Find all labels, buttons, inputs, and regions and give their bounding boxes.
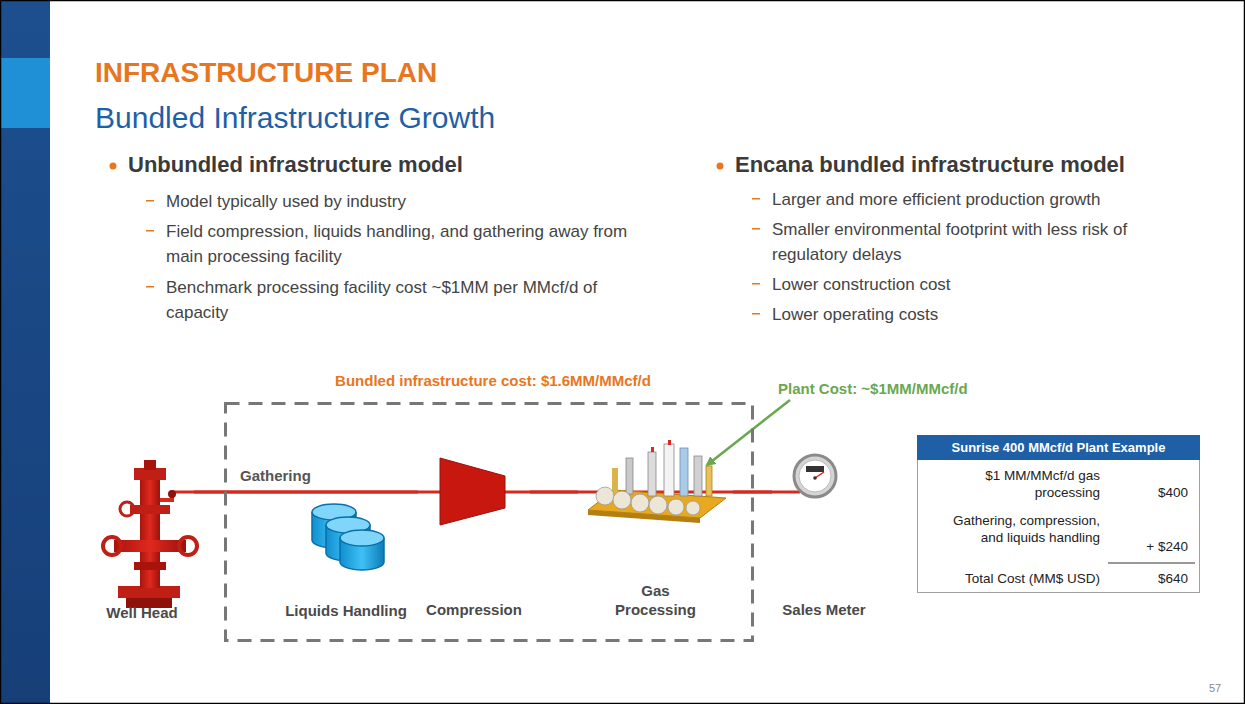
- table-cell: $400: [1110, 484, 1188, 501]
- bullet-heading: Encana bundled infrastructure model: [735, 151, 1125, 179]
- side-bar-accent: [0, 58, 50, 128]
- callout-label: Plant Cost: ~$1MM/MMcf/d: [776, 380, 970, 398]
- gas-plant-icon: [588, 440, 726, 523]
- page-number: 57: [1200, 682, 1230, 695]
- component-label: Sales Meter: [782, 600, 865, 619]
- meter-node: Sales Meter: [772, 448, 876, 625]
- dashed-region: Bundled infrastructure cost: $1.6MM/MMcf…: [224, 370, 762, 642]
- component-label: Well Head: [106, 603, 177, 622]
- liquids-node: Liquids Handling: [280, 505, 412, 626]
- compression-node: Compression: [418, 452, 530, 625]
- component-label: Gas Processing: [606, 581, 706, 619]
- bullet-item: Smaller environmental footprint with les…: [772, 217, 1192, 267]
- pipe-connector: [194, 491, 418, 494]
- table-cell: $1 MM/MMcf/d gas processing: [975, 467, 1100, 501]
- component-label: Liquids Handling: [285, 601, 407, 620]
- bullet-item: Lower operating costs: [772, 302, 1192, 327]
- component-label: Compression: [426, 600, 522, 619]
- wellhead-node: Well Head: [90, 462, 194, 628]
- compressor-icon: [440, 458, 505, 525]
- bullet-item: Field compression, liquids handling, and…: [166, 219, 641, 269]
- bullet-item: Benchmark processing facility cost ~$1MM…: [166, 275, 641, 325]
- edge-label: Gathering: [238, 467, 313, 485]
- side-bar: [0, 0, 50, 704]
- dashed-boundary-line: [226, 404, 753, 641]
- liquids-tanks-icon: [312, 504, 384, 570]
- table-cell: + $240: [1110, 538, 1188, 555]
- wellhead-icon: [103, 460, 197, 608]
- bullet-item: Larger and more efficient production gro…: [772, 187, 1192, 212]
- slide-subtitle: Bundled Infrastructure Growth: [95, 100, 495, 136]
- table-header: Sunrise 400 MMcf/d Plant Example: [917, 439, 1200, 456]
- callout-leader: [707, 400, 790, 465]
- region-heading: Bundled infrastructure cost: $1.6MM/MMcf…: [224, 372, 762, 390]
- table-cell: Total Cost (MM$ USD): [920, 570, 1100, 587]
- table-cell: $640: [1110, 570, 1188, 587]
- bullet-item: Lower construction cost: [772, 272, 1192, 297]
- bullet-item: Model typically used by industry: [166, 189, 641, 214]
- processing-node: Gas Processing: [578, 432, 733, 625]
- pipe-connector: [530, 491, 578, 494]
- table-cell: Gathering, compression, and liquids hand…: [930, 512, 1100, 546]
- cost-table-frame: [917, 435, 1200, 593]
- pipe-connector: [733, 491, 772, 494]
- bullet-heading: Unbundled infrastructure model: [128, 151, 463, 179]
- slide-title: INFRASTRUCTURE PLAN: [95, 56, 437, 90]
- sales-meter-icon: [794, 455, 836, 497]
